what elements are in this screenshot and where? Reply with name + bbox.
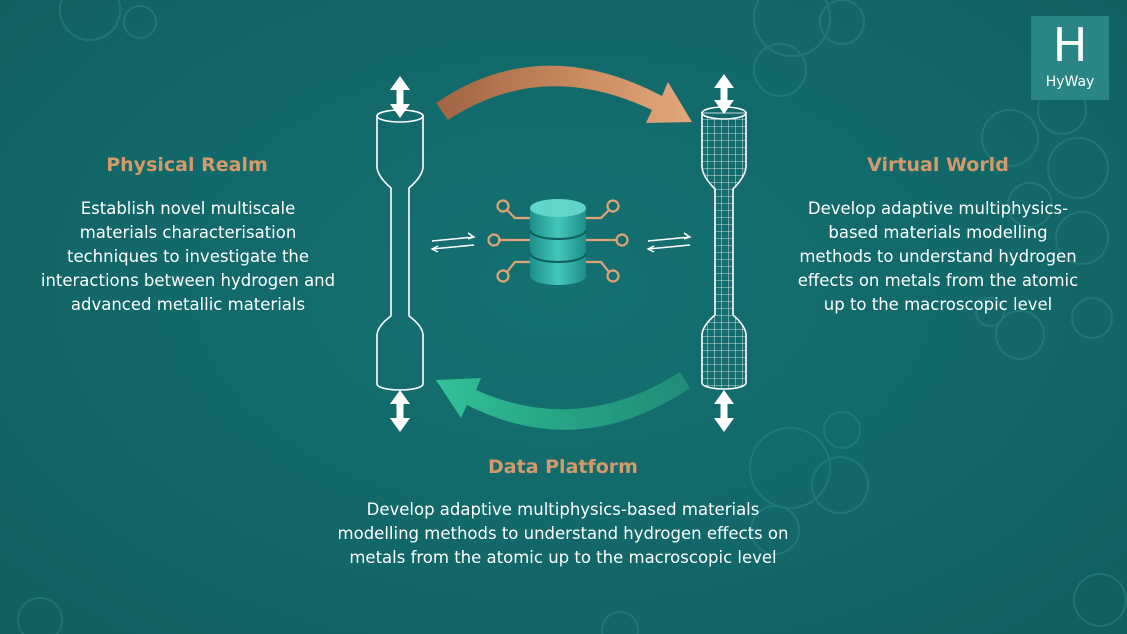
curved-arrow-icon [436, 372, 690, 430]
text-line: modelling methods to understand hydrogen… [337, 524, 789, 543]
data-platform-heading: Data Platform [488, 456, 638, 478]
physical-realm-text: Establish novel multiscale materials cha… [18, 197, 358, 317]
double-arrow-icon [390, 76, 410, 432]
text-line: based materials modelling [828, 223, 1048, 242]
text-line: Develop adaptive multiphysics-based mate… [366, 500, 760, 519]
meshed-specimen-icon [701, 106, 747, 390]
virtual-world-heading: Virtual World [867, 154, 1009, 176]
text-line: interactions between hydrogen and [40, 271, 336, 290]
hyway-logo: H HyWay [1031, 16, 1109, 100]
double-arrow-icon [714, 74, 734, 432]
text-line: up to the macroscopic level [823, 295, 1053, 314]
text-line: methods to understand hydrogen [799, 247, 1077, 266]
exchange-arrows-icon [646, 232, 692, 253]
text-line: Establish novel multiscale [80, 199, 296, 218]
text-line: techniques to investigate the [66, 247, 310, 266]
logo-letter: H [1052, 18, 1088, 72]
tensile-specimen-icon [376, 109, 424, 391]
physical-realm-heading: Physical Realm [106, 154, 268, 176]
text-line: Develop adaptive multiphysics- [807, 199, 1069, 218]
text-line: effects on metals from the atomic [797, 271, 1079, 290]
data-platform-text: Develop adaptive multiphysics-based mate… [298, 498, 828, 570]
virtual-world-text: Develop adaptive multiphysics- based mat… [770, 197, 1106, 317]
text-line: metals from the atomic up to the macrosc… [349, 548, 777, 567]
text-line: materials characterisation [79, 223, 297, 242]
database-circuit-icon [487, 199, 629, 285]
logo-wordmark: HyWay [1045, 74, 1095, 90]
text-line: advanced metallic materials [70, 295, 306, 314]
curved-arrow-icon [436, 65, 692, 123]
exchange-arrows-icon [430, 232, 476, 253]
